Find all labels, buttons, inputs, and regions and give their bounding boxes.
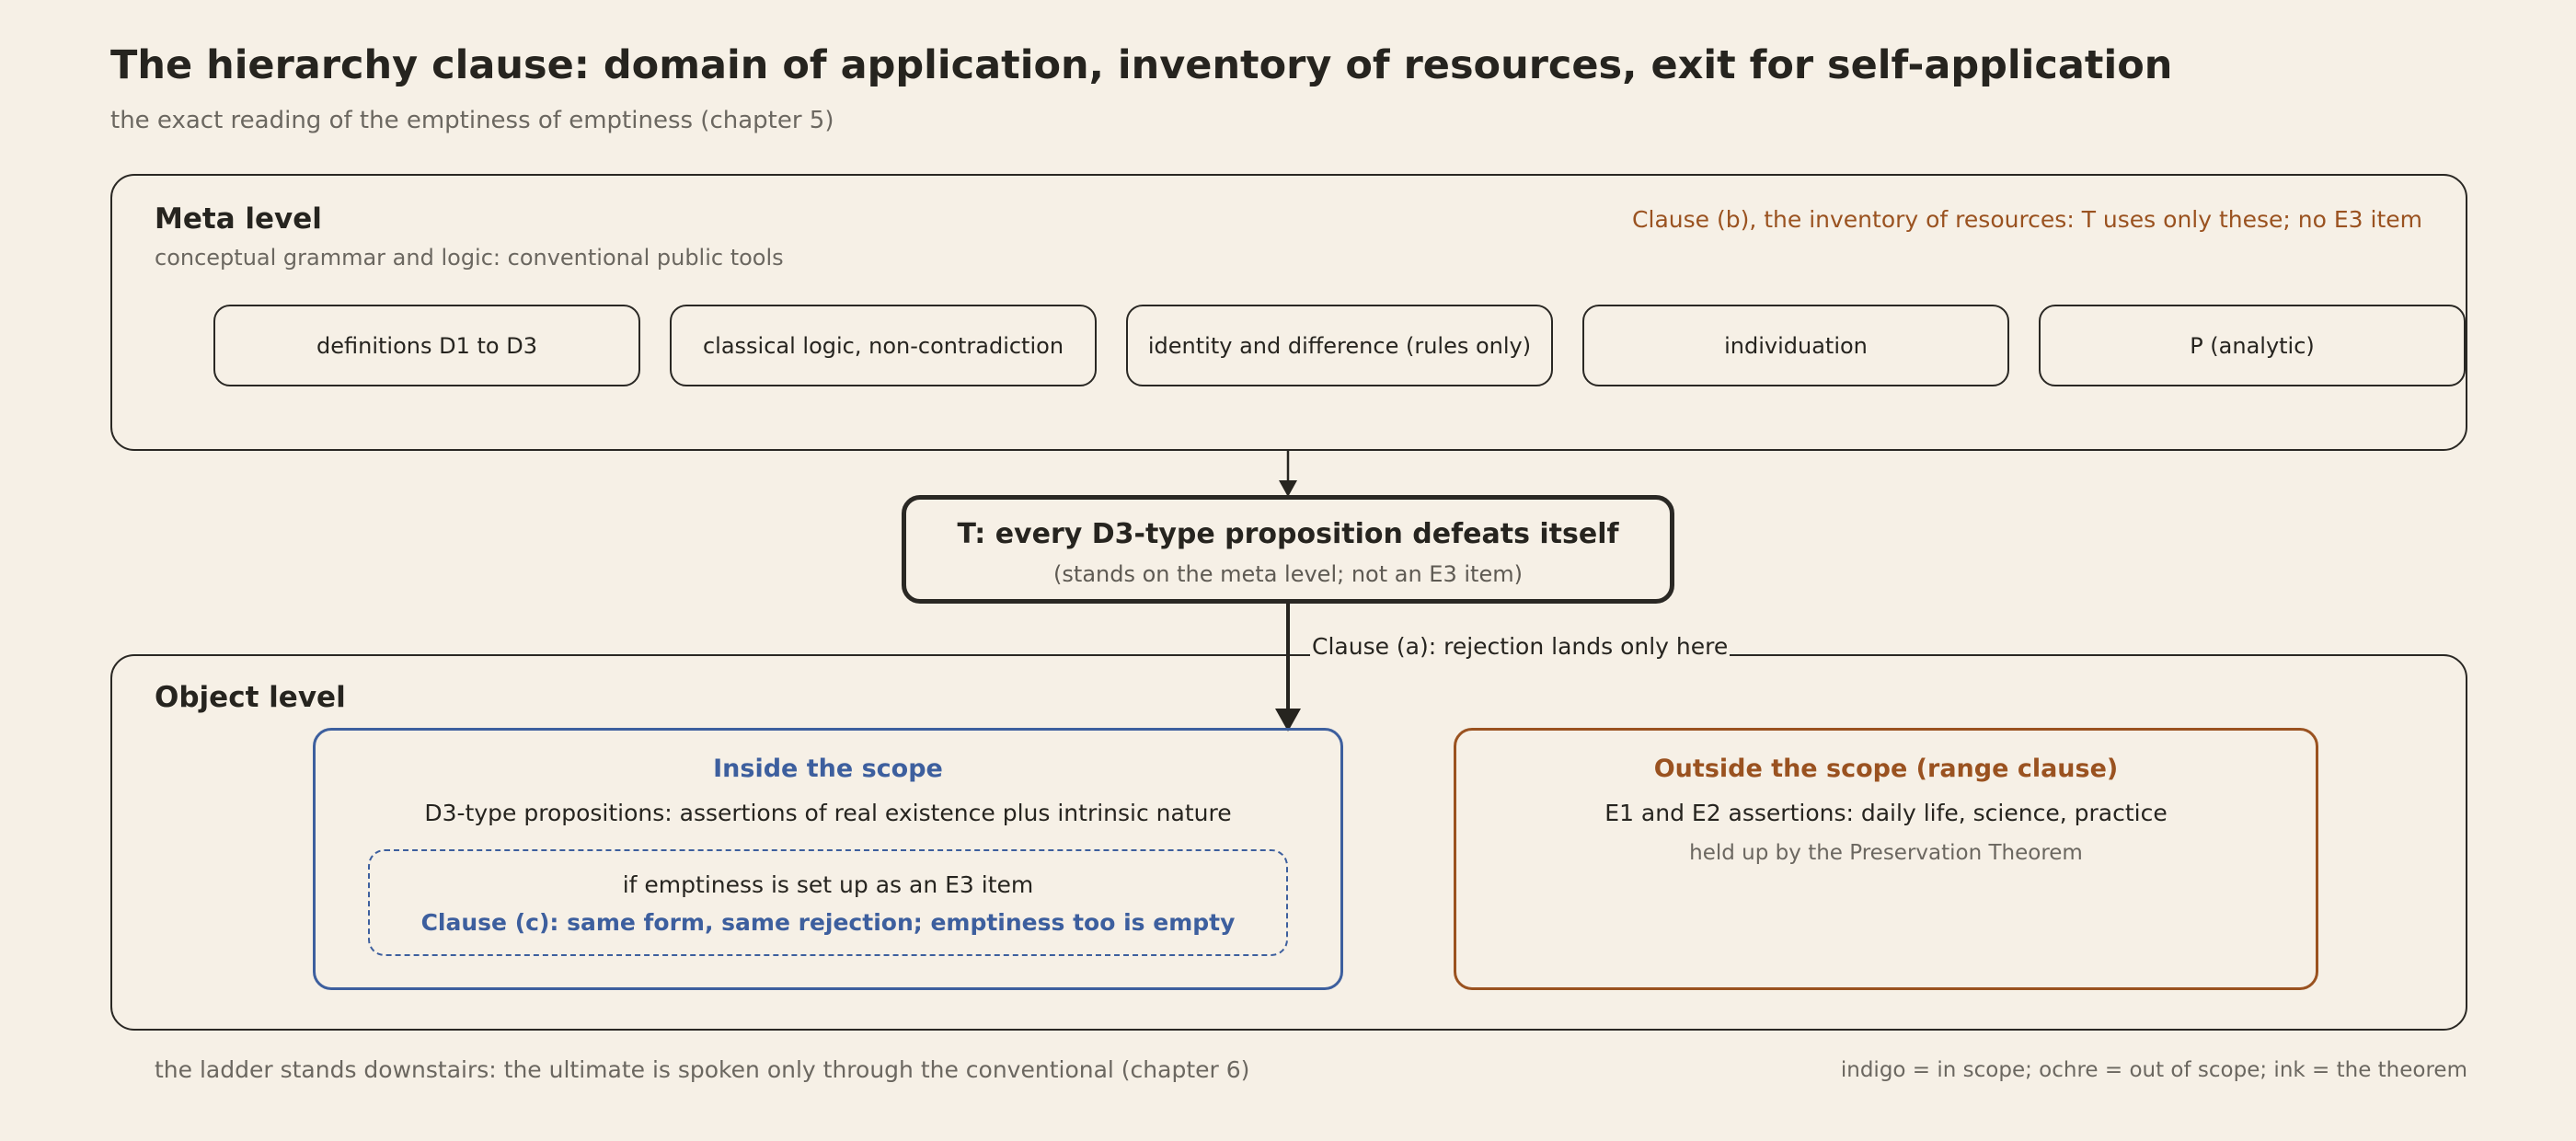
meta-to-theorem-arrowhead <box>1279 480 1297 497</box>
meta-level-title: Meta level <box>155 202 322 236</box>
clause-a-label: Clause (a): rejection lands only here <box>1310 633 1731 660</box>
theorem-note: (stands on the meta level; not an E3 ite… <box>1053 561 1523 587</box>
tool-p-analytic: P (analytic) <box>2039 305 2466 386</box>
footer-note: the ladder stands downstairs: the ultima… <box>155 1056 1250 1083</box>
theorem-title: T: every D3-type proposition defeats its… <box>957 518 1619 550</box>
outside-scope-title: Outside the scope (range clause) <box>1653 755 2119 783</box>
theorem-to-scope-arrowhead <box>1275 709 1301 732</box>
inside-scope-text: D3-type propositions: assertions of real… <box>424 800 1232 826</box>
object-level-title: Object level <box>155 681 346 714</box>
theorem-box: T: every D3-type proposition defeats its… <box>902 495 1674 604</box>
page-title: The hierarchy clause: domain of applicat… <box>110 42 2173 88</box>
outside-scope-note: held up by the Preservation Theorem <box>1689 841 2083 865</box>
outside-scope-box: Outside the scope (range clause) E1 and … <box>1454 728 2318 990</box>
tool-individuation: individuation <box>1582 305 2009 386</box>
inside-scope-title: Inside the scope <box>713 755 943 783</box>
tool-definitions: definitions D1 to D3 <box>213 305 640 386</box>
self-application-box: if emptiness is set up as an E3 item Cla… <box>368 849 1288 956</box>
clause-c-label: Clause (c): same form, same rejection; e… <box>420 909 1236 936</box>
object-level-panel <box>110 654 2467 1031</box>
tool-classical-logic: classical logic, non-contradiction <box>670 305 1097 386</box>
page-subtitle: the exact reading of the emptiness of em… <box>110 107 834 134</box>
clause-b-label: Clause (b), the inventory of resources: … <box>1632 206 2422 233</box>
meta-level-panel <box>110 174 2467 451</box>
meta-level-note: conceptual grammar and logic: convention… <box>155 245 784 271</box>
inside-scope-box: Inside the scope D3-type propositions: a… <box>313 728 1343 990</box>
self-application-condition: if emptiness is set up as an E3 item <box>622 871 1034 898</box>
outside-scope-text: E1 and E2 assertions: daily life, scienc… <box>1604 800 2168 826</box>
color-legend: indigo = in scope; ochre = out of scope;… <box>1840 1058 2467 1082</box>
tool-identity-difference: identity and difference (rules only) <box>1126 305 1553 386</box>
